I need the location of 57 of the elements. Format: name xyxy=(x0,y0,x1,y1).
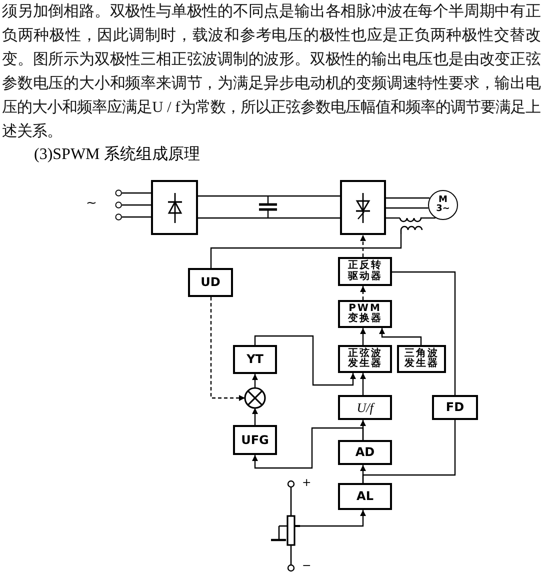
arrow xyxy=(252,374,258,388)
control-block xyxy=(397,345,446,373)
terminal-wire xyxy=(115,190,151,196)
summing-junction-icon xyxy=(244,387,266,409)
connector-line xyxy=(422,217,436,219)
terminal-wire xyxy=(115,202,151,208)
block-label: 正弦波发生器 xyxy=(347,348,383,370)
arrow xyxy=(252,408,258,425)
arrow xyxy=(360,286,366,300)
block-label: AD xyxy=(355,445,375,460)
block-label: FD xyxy=(446,400,464,415)
section-heading: (3)SPWM 系统组成原理 xyxy=(34,146,200,164)
motor-circle xyxy=(428,190,458,220)
arrow xyxy=(379,328,422,345)
control-block xyxy=(338,300,392,328)
control-block xyxy=(432,395,478,420)
block-label: UFG xyxy=(241,432,269,448)
arrow xyxy=(254,335,356,386)
arrow xyxy=(360,328,366,345)
control-block xyxy=(338,483,392,510)
terminal-wire xyxy=(115,214,151,220)
control-block xyxy=(233,345,277,374)
connector-line xyxy=(362,420,456,483)
arrow xyxy=(210,297,245,401)
connector-line xyxy=(210,234,402,268)
ac-symbol-label: ~ xyxy=(86,198,97,210)
arrow xyxy=(300,510,366,527)
connector-line xyxy=(198,217,340,219)
terminal-label: − xyxy=(302,560,312,572)
block-label: AL xyxy=(356,489,374,504)
block-label: 正反转驱动器 xyxy=(347,261,383,282)
control-block xyxy=(338,395,392,420)
connector-line xyxy=(386,197,430,199)
connector-line xyxy=(386,207,428,209)
control-block xyxy=(233,425,277,455)
rectifier-block xyxy=(151,180,198,235)
arrow xyxy=(360,373,366,395)
control-block xyxy=(338,345,392,373)
inverter-block xyxy=(340,180,386,235)
terminal-label: + xyxy=(302,477,312,489)
motor-label: M 3~ xyxy=(435,196,451,214)
connector-line xyxy=(198,195,340,197)
body-paragraph: 须另加倒相路。双极性与单极性的不同点是输出各相脉冲波在每个半周期中有正负两种极性，因此调制时，载波和参考电压的极性也应是正负两种极性交替改变。图所示为双极性三相正弦波调制的波形。双极性的输出电压也是由改变正弦参数电压的大小和频率来调节，为满足异步电动机的变频调速特性要求，输出电压的大小和频率应满足U / f为常数，所以正弦参数电压幅值和频率的调节要满足上述关系。 xyxy=(2,2,540,142)
control-block xyxy=(188,268,233,297)
connector-line xyxy=(392,271,456,395)
potentiometer-symbol xyxy=(268,478,300,574)
block-label: U/f xyxy=(356,400,374,416)
block-label: 三角波发生器 xyxy=(404,348,440,370)
control-block xyxy=(338,257,392,286)
block-label: UD xyxy=(200,275,220,290)
coil-icon xyxy=(400,215,422,234)
control-block xyxy=(338,440,392,465)
arrow xyxy=(360,235,366,257)
block-label: YT xyxy=(246,352,264,367)
block-label: PWM 变换器 xyxy=(347,304,383,324)
connector-line xyxy=(386,217,400,219)
arrow xyxy=(252,427,364,469)
